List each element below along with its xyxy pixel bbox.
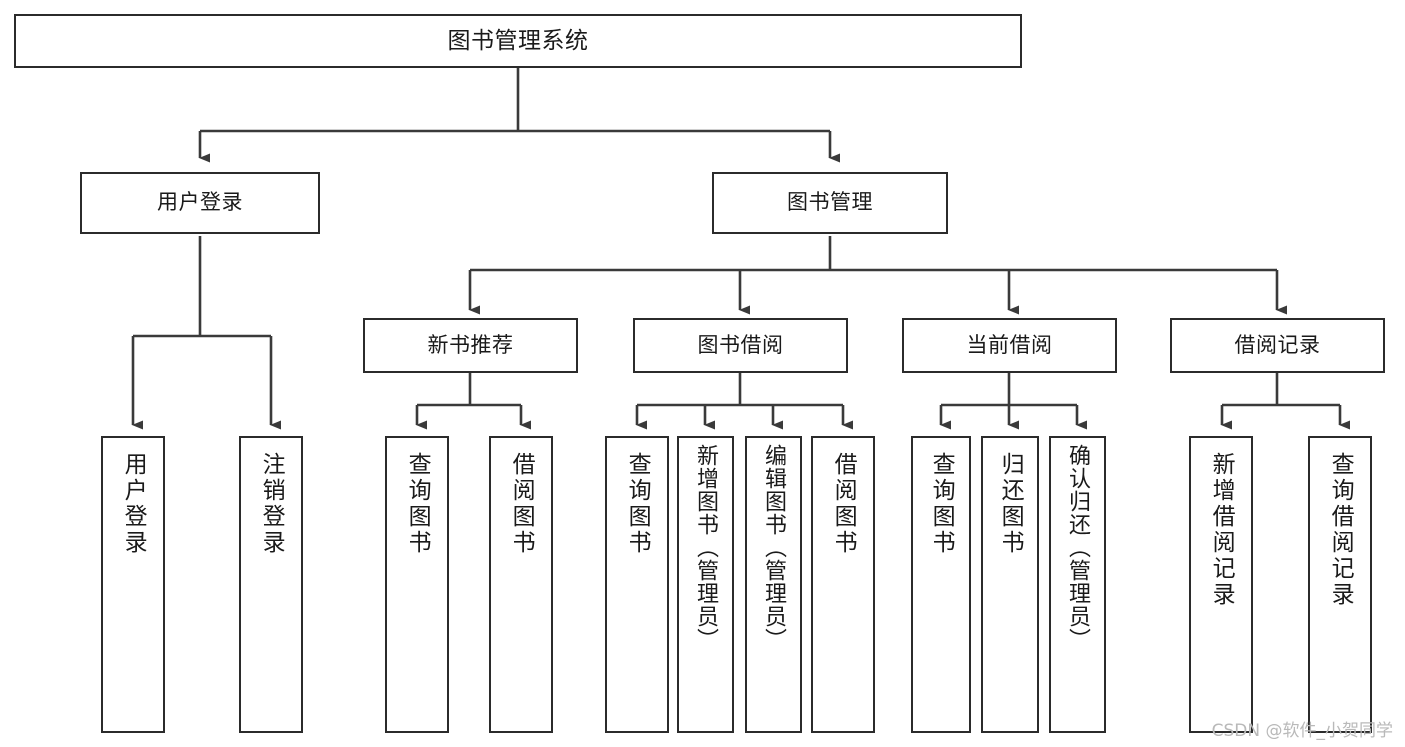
node-borrow-record[interactable]: 借阅记录: [1170, 318, 1385, 373]
node-label: 图书管理: [787, 190, 873, 215]
node-user-login[interactable]: 用户登录: [80, 172, 320, 234]
node-leaf-query-book-recommend[interactable]: 查询图书: [385, 436, 449, 733]
node-label: 查询图书: [624, 452, 651, 556]
node-label: 归还图书: [997, 452, 1024, 556]
node-label: 用户登录: [120, 452, 147, 556]
node-root-book-management-system[interactable]: 图书管理系统: [14, 14, 1022, 68]
node-label: 借阅图书: [830, 452, 857, 556]
node-leaf-user-login[interactable]: 用户登录: [101, 436, 165, 733]
node-leaf-query-borrow-record[interactable]: 查询借阅记录: [1308, 436, 1372, 733]
node-label: 图书管理系统: [447, 27, 589, 54]
node-label: 用户登录: [157, 190, 243, 215]
node-leaf-logout-login[interactable]: 注销登录: [239, 436, 303, 733]
node-label: 查询图书: [404, 452, 431, 556]
node-label: 借阅图书: [508, 452, 535, 556]
node-current-borrow[interactable]: 当前借阅: [902, 318, 1117, 373]
node-label: 当前借阅: [966, 332, 1053, 357]
node-label: 编辑图书（管理员）: [761, 444, 787, 651]
node-leaf-borrow-book[interactable]: 借阅图书: [811, 436, 875, 733]
node-book-borrow[interactable]: 图书借阅: [633, 318, 848, 373]
node-leaf-query-book-borrow[interactable]: 查询图书: [605, 436, 669, 733]
node-label: 查询图书: [928, 452, 955, 556]
node-label: 新增借阅记录: [1208, 452, 1235, 608]
node-label: 确认归还（管理员）: [1065, 444, 1091, 651]
node-label: 借阅记录: [1234, 332, 1321, 357]
node-leaf-add-book[interactable]: 新增图书（管理员）: [677, 436, 734, 733]
node-leaf-borrow-book-recommend[interactable]: 借阅图书: [489, 436, 553, 733]
node-leaf-add-borrow-record[interactable]: 新增借阅记录: [1189, 436, 1253, 733]
node-leaf-return-book[interactable]: 归还图书: [981, 436, 1039, 733]
node-book-management[interactable]: 图书管理: [712, 172, 948, 234]
node-leaf-confirm-return[interactable]: 确认归还（管理员）: [1049, 436, 1106, 733]
csdn-watermark: CSDN @软件_小贺同学: [1211, 721, 1393, 741]
node-label: 图书借阅: [697, 332, 784, 357]
node-label: 查询借阅记录: [1327, 452, 1354, 608]
node-leaf-edit-book[interactable]: 编辑图书（管理员）: [745, 436, 802, 733]
node-label: 新书推荐: [427, 332, 514, 357]
node-label: 新增图书（管理员）: [693, 444, 719, 651]
node-label: 注销登录: [258, 452, 285, 556]
node-leaf-query-book-current[interactable]: 查询图书: [911, 436, 971, 733]
node-new-book-recommend[interactable]: 新书推荐: [363, 318, 578, 373]
